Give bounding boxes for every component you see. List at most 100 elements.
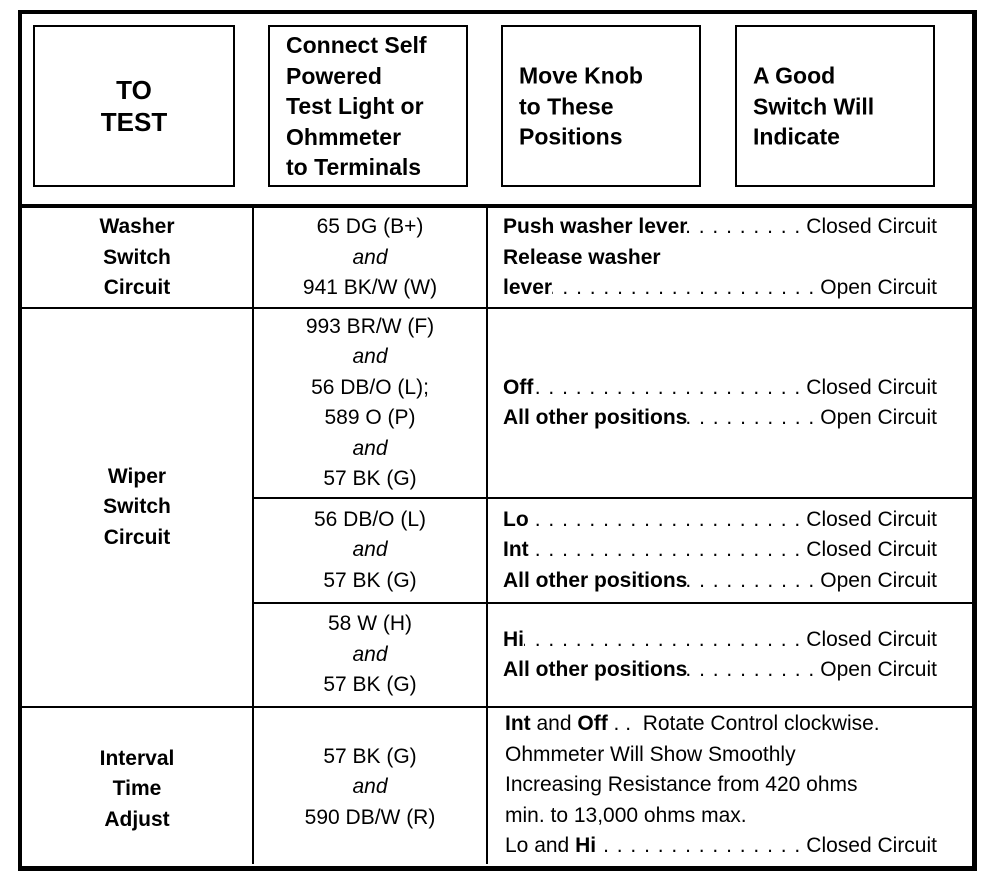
position-label: All other positions bbox=[503, 658, 688, 681]
header-divider bbox=[18, 204, 975, 208]
terminals-wiper-3: 58 W (H) and 57 BK (G) bbox=[254, 604, 486, 706]
position-label: Off bbox=[503, 375, 534, 399]
header-line: Connect Self bbox=[286, 31, 427, 58]
header-line: Move Knob bbox=[519, 62, 643, 89]
result-line: Lo and Hi Closed Circuit bbox=[505, 831, 937, 862]
header-line: TEST bbox=[100, 107, 168, 137]
cell-line: Switch bbox=[103, 245, 171, 269]
results-interval: Int and Off . . Rotate Control clockwise… bbox=[505, 708, 939, 863]
header-line: to These bbox=[519, 92, 614, 119]
result-value: Closed Circuit bbox=[806, 215, 937, 239]
header-to-test: TO TEST bbox=[33, 25, 235, 187]
instruction-text: . . Rotate Control clockwise. bbox=[607, 712, 880, 736]
cell-line: and bbox=[352, 345, 388, 368]
dot-leader bbox=[687, 212, 803, 243]
row-divider bbox=[252, 497, 972, 499]
table-frame bbox=[18, 10, 977, 871]
description-line: min. to 13,000 ohms max. bbox=[505, 803, 747, 827]
cell-line: Washer bbox=[99, 215, 175, 239]
result-line: lever Open Circuit bbox=[503, 273, 937, 304]
result-line: Push washer lever Closed Circuit bbox=[503, 212, 937, 243]
result-value: Open Circuit bbox=[820, 658, 937, 681]
cell-line: Interval bbox=[99, 746, 175, 770]
terminals-wiper-2: 56 DB/O (L) and 57 BK (G) bbox=[254, 499, 486, 602]
result-value: Closed Circuit bbox=[806, 834, 937, 858]
header-line: TO bbox=[116, 75, 152, 105]
result-line: Lo Closed Circuit bbox=[503, 505, 937, 536]
test-washer-switch: Washer Switch Circuit bbox=[22, 209, 252, 307]
cell-line: and bbox=[352, 642, 388, 666]
cell-line: 65 DG (B+) bbox=[316, 215, 424, 239]
text: and bbox=[530, 712, 578, 736]
results-wiper-3: Hi Closed Circuit All other positions Open… bbox=[503, 604, 937, 706]
cell-line: and bbox=[352, 245, 388, 269]
header-line: A Good bbox=[753, 62, 836, 89]
cell-line: Adjust bbox=[104, 807, 170, 831]
dot-leader bbox=[552, 273, 817, 304]
result-value: Open Circuit bbox=[820, 406, 937, 429]
cell-line: 58 W (H) bbox=[328, 612, 412, 636]
cell-line: Time bbox=[112, 777, 162, 801]
position-label: lever bbox=[503, 276, 553, 300]
terminals-interval: 57 BK (G) and 590 DB/W (R) bbox=[254, 710, 486, 865]
description-line: Increasing Resistance from 420 ohms bbox=[505, 773, 858, 797]
cell-line: 56 DB/O (L); bbox=[311, 375, 429, 399]
cell-line: and bbox=[352, 775, 388, 799]
position-label: Hi bbox=[503, 627, 524, 651]
dot-leader bbox=[529, 535, 804, 566]
result-value: Closed Circuit bbox=[806, 538, 937, 562]
dot-leader bbox=[687, 655, 817, 686]
cell-line: and bbox=[352, 436, 388, 460]
column-divider bbox=[252, 207, 254, 864]
position-label: All other positions bbox=[503, 406, 688, 429]
cell-line: 590 DB/W (R) bbox=[304, 805, 436, 829]
result-value: Closed Circuit bbox=[806, 627, 937, 651]
header-line: Test Light or bbox=[286, 92, 424, 119]
row-divider bbox=[252, 602, 972, 604]
result-value: Closed Circuit bbox=[806, 507, 937, 531]
dot-leader bbox=[524, 625, 803, 656]
result-line: All other positions Open Circuit bbox=[503, 566, 937, 597]
cell-line: Switch bbox=[103, 495, 171, 519]
description-line: Ohmmeter Will Show Smoothly bbox=[505, 742, 796, 766]
header-line: Indicate bbox=[753, 123, 840, 150]
test-wiper-switch: Wiper Switch Circuit bbox=[22, 309, 252, 706]
result-line: Off Closed Circuit bbox=[503, 373, 937, 404]
position-label: Hi bbox=[575, 834, 597, 858]
column-divider bbox=[486, 207, 488, 864]
dot-leader bbox=[529, 505, 804, 536]
position-label: Int bbox=[505, 712, 531, 736]
results-washer: Push washer lever Closed Circuit Release … bbox=[503, 209, 937, 307]
header-line: to Terminals bbox=[286, 153, 422, 180]
cell-line: Circuit bbox=[103, 276, 171, 300]
test-interval-time: Interval Time Adjust bbox=[22, 712, 252, 867]
header-line: Powered bbox=[286, 62, 382, 89]
header-line: Switch Will bbox=[753, 92, 875, 119]
cell-line: 57 BK (G) bbox=[323, 568, 417, 592]
position-label: Off bbox=[577, 712, 608, 736]
cell-line: 57 BK (G) bbox=[323, 467, 417, 490]
header-good-switch: A Good Switch Will Indicate bbox=[735, 25, 935, 187]
header-line: Ohmmeter bbox=[286, 123, 402, 150]
cell-line: 589 O (P) bbox=[324, 406, 416, 429]
header-connect: Connect Self Powered Test Light or Ohmme… bbox=[268, 25, 468, 187]
dot-leader bbox=[596, 831, 803, 862]
result-value: Closed Circuit bbox=[806, 375, 937, 399]
header-move-knob: Move Knob to These Positions bbox=[501, 25, 701, 187]
dot-leader bbox=[687, 403, 817, 434]
row-divider bbox=[22, 307, 972, 309]
position-label: Lo bbox=[503, 507, 529, 531]
cell-line: 57 BK (G) bbox=[323, 673, 417, 697]
text: Lo and bbox=[505, 834, 576, 858]
position-label: All other positions bbox=[503, 568, 688, 592]
cell-line: and bbox=[352, 538, 388, 562]
position-label: Int bbox=[503, 538, 529, 562]
result-value: Open Circuit bbox=[820, 568, 937, 592]
result-value: Open Circuit bbox=[820, 276, 937, 300]
row-divider bbox=[22, 706, 972, 708]
position-label: Push washer lever bbox=[503, 215, 688, 239]
dot-leader bbox=[533, 373, 803, 404]
cell-line: 993 BR/W (F) bbox=[305, 314, 435, 338]
position-label: Release washer bbox=[503, 245, 661, 269]
result-line: Int Closed Circuit bbox=[503, 535, 937, 566]
